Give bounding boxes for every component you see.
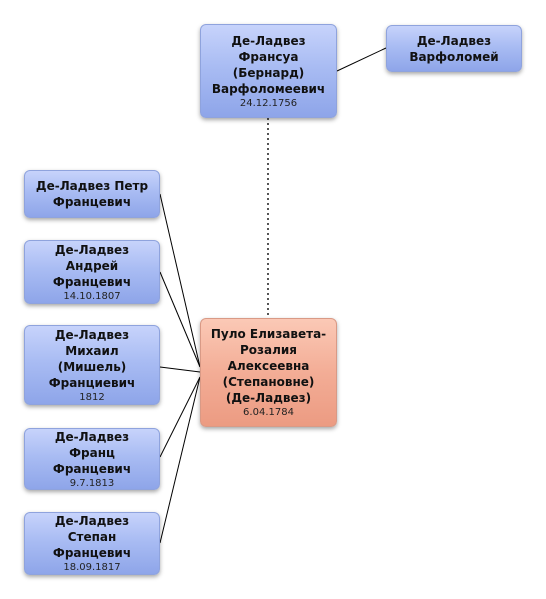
link-child-4 <box>159 376 201 458</box>
person-name: Де-Ладвез Франц Францевич <box>52 429 132 476</box>
link-child-2 <box>159 271 201 368</box>
person-name: Де-Ладвез Петр Францевич <box>35 179 149 209</box>
person-node-child-1[interactable]: Де-Ладвез Петр Францевич <box>24 170 160 218</box>
person-node-child-4[interactable]: Де-Ладвез Франц Францевич 9.7.1813 <box>24 428 160 490</box>
link-father-grandfather <box>336 47 387 72</box>
person-node-child-5[interactable]: Де-Ладвез Степан Францевич 18.09.1817 <box>24 512 160 575</box>
link-child-3 <box>159 366 201 373</box>
person-birth-date: 24.12.1756 <box>239 97 298 109</box>
person-birth-date: 14.10.1807 <box>63 290 121 302</box>
link-child-5 <box>159 376 201 544</box>
person-name: Де-Ладвез Варфоломей <box>409 33 499 64</box>
link-child-1 <box>159 193 201 368</box>
person-birth-date: 1812 <box>79 391 105 403</box>
person-node-child-2[interactable]: Де-Ладвез Андрей Францевич 14.10.1807 <box>24 240 160 304</box>
person-name: Де-Ладвез Андрей Францевич <box>52 242 132 289</box>
person-birth-date: 6.04.1784 <box>243 407 294 418</box>
person-name: Пуло Елизавета-Розалия Алексеевна (Степа… <box>210 327 327 405</box>
person-node-grandfather[interactable]: Де-Ладвез Варфоломей <box>386 25 522 72</box>
person-name: Де-Ладвез Франсуа (Бернард) Варфоломееви… <box>211 33 326 96</box>
person-node-child-3[interactable]: Де-Ладвез Михаил (Мишель) Франциевич 181… <box>24 325 160 405</box>
person-birth-date: 9.7.1813 <box>69 477 115 489</box>
person-birth-date: 18.09.1817 <box>63 562 121 573</box>
person-name: Де-Ладвез Михаил (Мишель) Франциевич <box>48 327 136 390</box>
person-name: Де-Ладвез Степан Францевич <box>52 514 132 560</box>
person-node-mother[interactable]: Пуло Елизавета-Розалия Алексеевна (Степа… <box>200 318 337 427</box>
person-node-father[interactable]: Де-Ладвез Франсуа (Бернард) Варфоломееви… <box>200 24 337 118</box>
